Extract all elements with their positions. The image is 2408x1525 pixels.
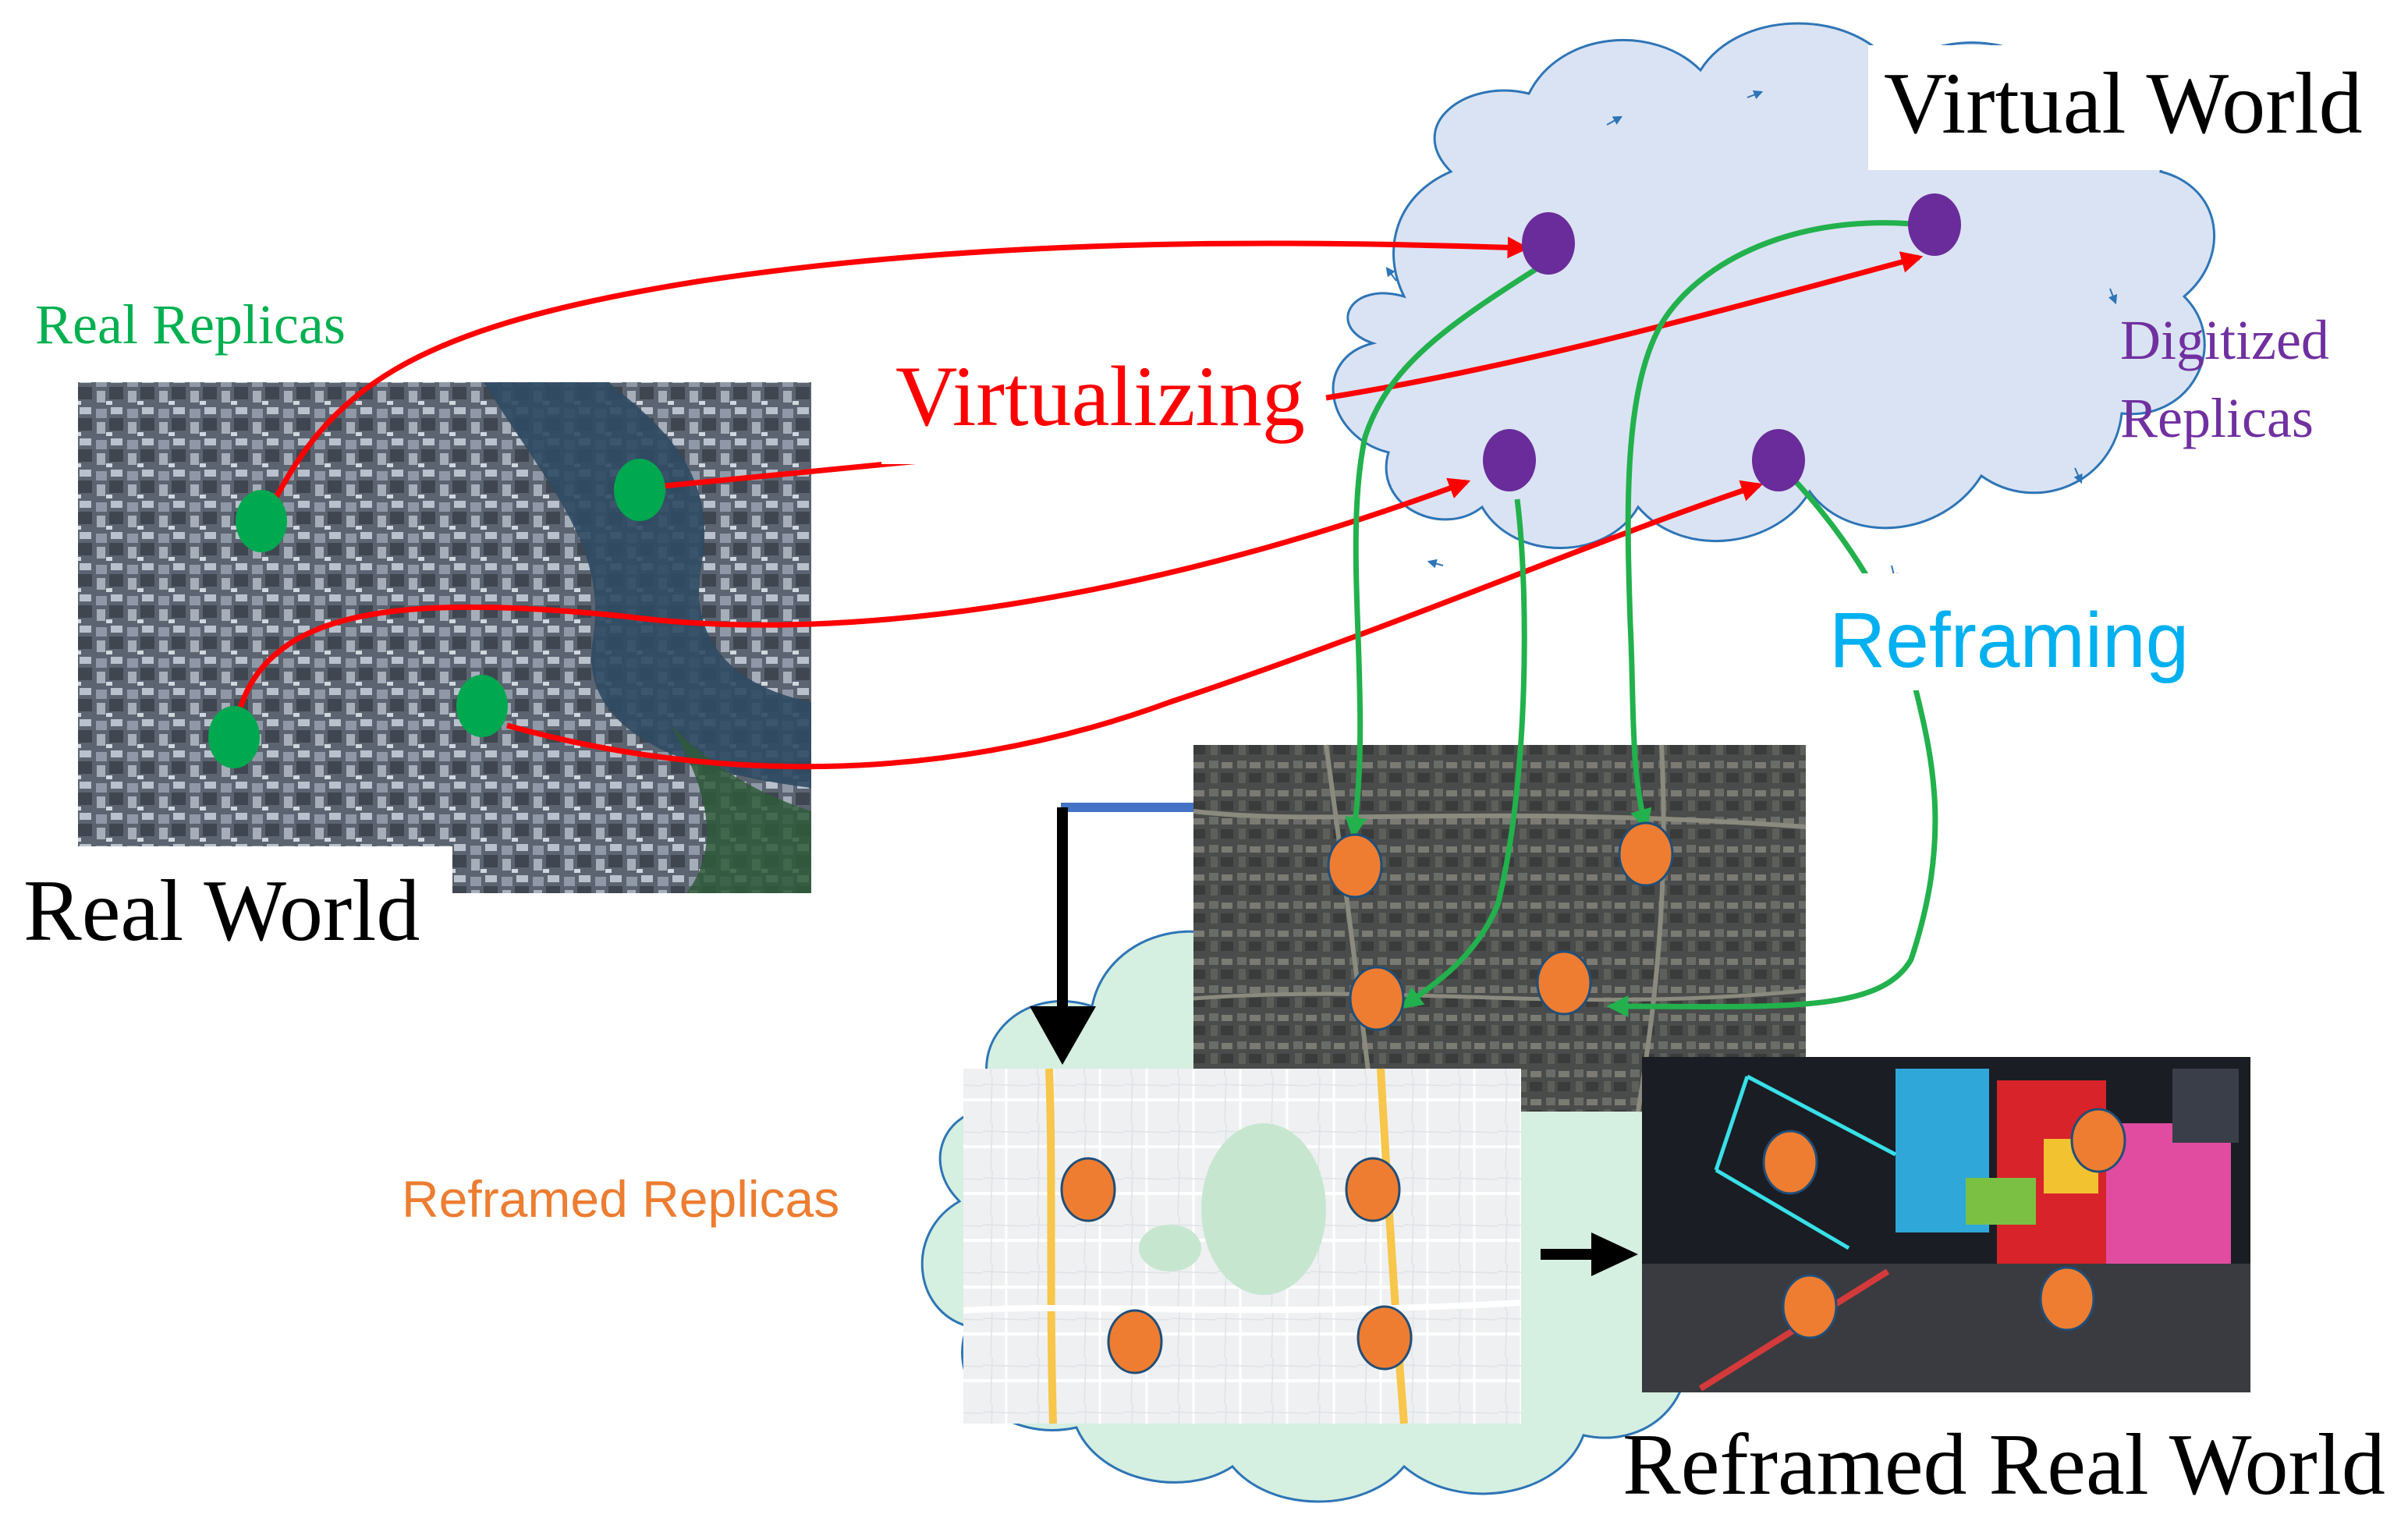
virtualizing-label: Virtualizing: [895, 349, 1305, 444]
reframed-real-world-title: Reframed Real World: [1622, 1417, 2385, 1513]
reframing-label-bg: [1818, 573, 2223, 690]
real-replica-node: [614, 459, 665, 521]
real-replica-node: [236, 490, 287, 552]
reframed-replica-node: [1349, 966, 1405, 1031]
reframed-replicas: [1060, 821, 2126, 1374]
reframed-replica-node: [2070, 1108, 2126, 1173]
virtual-world-label-bg: [1868, 45, 2383, 170]
street-map-image: [963, 1068, 1522, 1424]
flow-arrows: [1030, 803, 1638, 1276]
real-replica-node: [208, 706, 260, 768]
reframed-replica-node: [1356, 1305, 1413, 1371]
real-world-photo: [78, 382, 811, 901]
reframed-replica-node: [1327, 833, 1383, 899]
reframed-replica-node: [1618, 821, 1674, 887]
satellite-map-image: [1193, 744, 1807, 1112]
reframed-replica-node: [1536, 950, 1592, 1016]
reframed-replicas-label: Reframed Replicas: [402, 1170, 839, 1228]
night-street-image: [1642, 1057, 2250, 1392]
virtual-world-title: Virtual World: [1884, 55, 2363, 152]
labels: Virtual World Real World Reframed Real W…: [23, 55, 2385, 1513]
digitized-replicas-label-line2: Replicas: [2120, 387, 2314, 449]
digitized-replica-node: [1522, 212, 1575, 275]
digitized-replica-node: [1483, 429, 1536, 491]
reframed-replica-node: [1345, 1157, 1401, 1222]
reframed-replica-node: [1107, 1309, 1163, 1374]
reframing-arrows: [1345, 220, 1938, 1018]
digitized-replicas-label-line1: Digitized: [2120, 309, 2329, 371]
reframed-replica-node: [1762, 1130, 1818, 1195]
virtualizing-label-bg: [881, 355, 1322, 464]
real-replicas-label: Real Replicas: [35, 293, 346, 356]
reframing-label: Reframing: [1829, 597, 2189, 684]
reframed-replica-node: [2039, 1266, 2095, 1332]
real-replica-node: [456, 675, 508, 737]
real-world-title: Real World: [23, 863, 420, 959]
digitized-replicas: [1483, 193, 1961, 491]
digitized-replica-node: [1908, 193, 1961, 256]
real-replicas: [208, 459, 665, 768]
reframed-replica-node: [1060, 1157, 1116, 1222]
virtualizing-arrows: [231, 236, 1924, 770]
digitized-replica-node: [1752, 429, 1805, 491]
reframed-replica-node: [1782, 1274, 1838, 1339]
